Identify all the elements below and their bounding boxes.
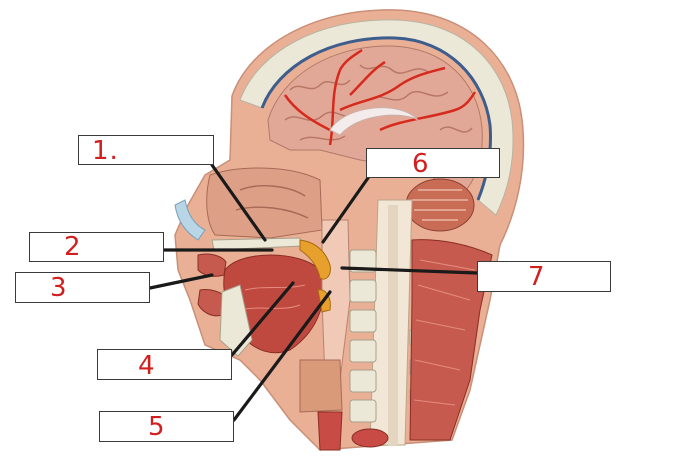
soft-palate bbox=[299, 239, 331, 280]
label-box-5[interactable] bbox=[99, 411, 234, 442]
muscle-striations bbox=[413, 259, 476, 406]
nasal-cavity bbox=[206, 167, 323, 239]
label-box-7[interactable] bbox=[477, 261, 611, 292]
leader-line-5 bbox=[232, 290, 332, 422]
label-text-7: 7 bbox=[528, 262, 546, 292]
label-text-2: 2 bbox=[64, 232, 82, 262]
spinal-column bbox=[349, 199, 445, 446]
trachea bbox=[317, 411, 343, 451]
label-box-6[interactable] bbox=[366, 148, 500, 178]
label-box-3[interactable] bbox=[15, 272, 150, 303]
label-box-4[interactable] bbox=[97, 349, 232, 380]
neck-muscles bbox=[409, 239, 493, 441]
label-box-1[interactable] bbox=[78, 135, 214, 165]
trachea-cut bbox=[351, 428, 389, 448]
corpus-callosum bbox=[329, 107, 419, 136]
leader-line-3 bbox=[148, 273, 214, 290]
leader-line-1 bbox=[210, 163, 267, 242]
label-text-6: 6 bbox=[412, 149, 430, 179]
mandible bbox=[219, 284, 253, 357]
larynx bbox=[299, 359, 343, 413]
label-box-2[interactable] bbox=[29, 232, 164, 262]
leader-line-6 bbox=[321, 176, 370, 244]
label-text-3: 3 bbox=[50, 273, 68, 303]
cerebral-arteries bbox=[283, 48, 477, 146]
label-text-5: 5 bbox=[148, 412, 166, 442]
label-text-1: 1. bbox=[92, 136, 119, 166]
leader-line-7 bbox=[340, 266, 479, 275]
label-text-4: 4 bbox=[138, 351, 156, 381]
nose-cartilage bbox=[174, 199, 206, 241]
leader-line-4 bbox=[230, 281, 295, 357]
